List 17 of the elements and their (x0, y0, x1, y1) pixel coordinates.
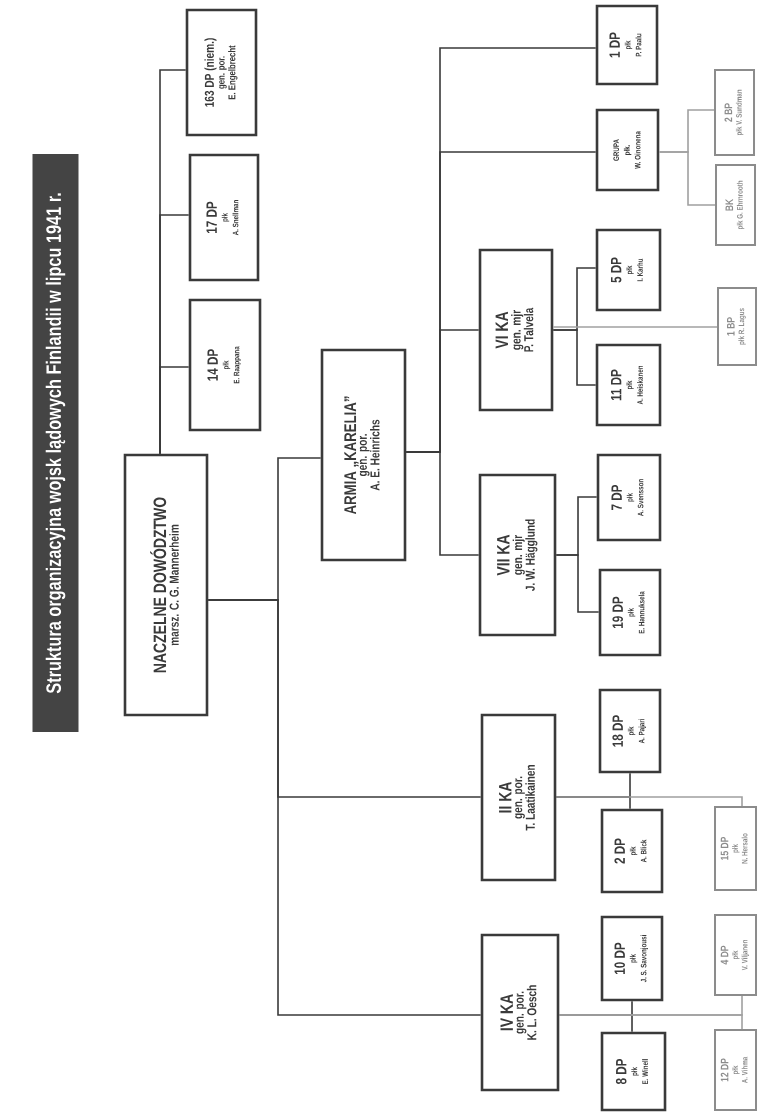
connector-line (555, 554, 600, 613)
connector-line (552, 326, 718, 328)
unit-box: VII KA gen. mjr J. W. Hägglund (478, 473, 557, 637)
unit-box: 163 DP (niem.) gen. por. E. Engelbrecht (185, 8, 258, 137)
connector-line (658, 151, 716, 206)
connector-line (159, 69, 187, 455)
title-banner: Struktura organizacyjna wojsk lądowych Finlandii w lipcu 1941 r. (32, 154, 79, 732)
unit-box: VI KA gen. mjr P. Talvela (478, 248, 554, 412)
connector-line (555, 796, 743, 807)
connector-line (552, 329, 597, 386)
unit-box: ARMIA „KARELIA” gen. por. A. E. Heinrichs (320, 348, 407, 562)
connector-line (405, 451, 480, 556)
connector-line (207, 599, 482, 1016)
unit-box: NACZELNE DOWÓDZTWO marsz. C. G. Mannerheim (123, 453, 209, 717)
connector-line (558, 1014, 743, 1030)
unit-box: II KA gen. por. T. Laatikainen (480, 713, 557, 882)
unit-box: IV KA gen. por. K. L. Oesch (480, 933, 560, 1092)
